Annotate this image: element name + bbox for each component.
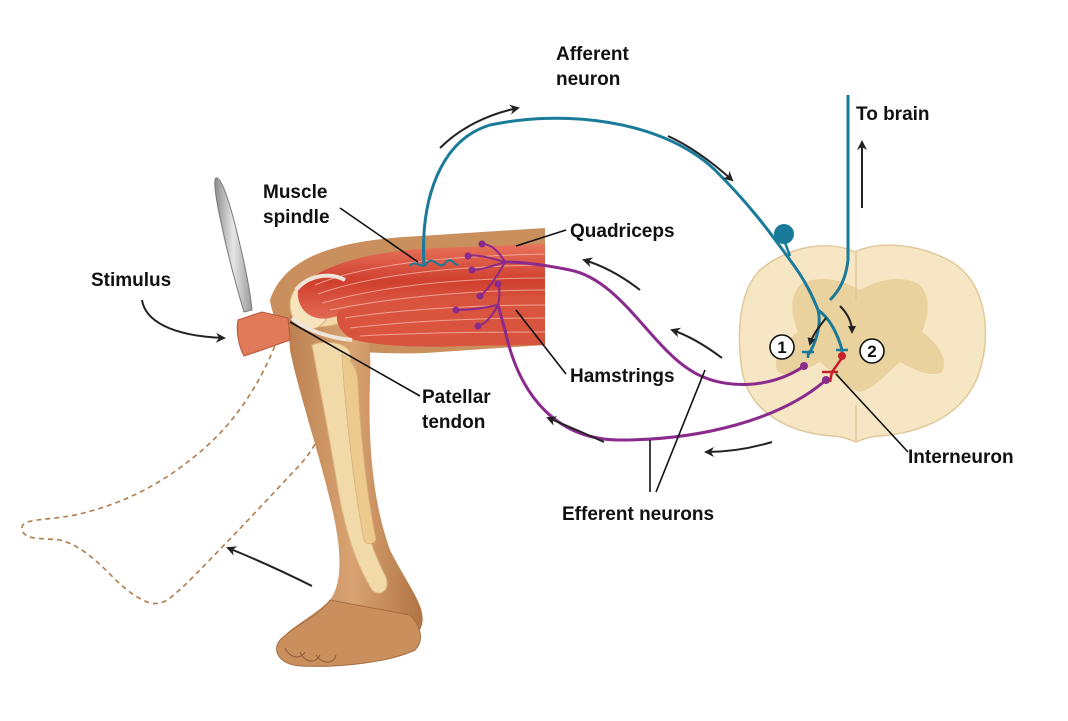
- label-patellar-tendon-line2: tendon: [422, 412, 485, 433]
- svg-text:1: 1: [777, 338, 786, 357]
- reflex-hammer: [215, 178, 290, 356]
- efferent-arrow-2: [672, 330, 722, 358]
- marker-2: 2: [860, 339, 884, 363]
- label-afferent-neuron-line2: neuron: [556, 69, 620, 90]
- label-interneuron: Interneuron: [908, 447, 1014, 468]
- marker-1: 1: [770, 335, 794, 359]
- kicked-leg-outline: [22, 338, 322, 604]
- label-quadriceps: Quadriceps: [570, 221, 675, 242]
- label-efferent-neurons: Efferent neurons: [562, 504, 714, 525]
- label-to-brain: To brain: [856, 104, 930, 125]
- label-afferent-neuron-line1: Afferent: [556, 44, 630, 65]
- afferent-cell-body: [774, 224, 794, 244]
- svg-text:2: 2: [867, 342, 876, 361]
- stimulus-arrow: [142, 300, 224, 338]
- label-muscle-spindle-line2: spindle: [263, 207, 330, 228]
- label-muscle-spindle-line1: Muscle: [263, 182, 327, 203]
- label-patellar-tendon-line1: Patellar: [422, 387, 491, 408]
- interneuron-body: [838, 352, 846, 360]
- kick-direction-arrow: [228, 548, 312, 586]
- label-hamstrings: Hamstrings: [570, 366, 675, 387]
- efferent-arrow-3: [548, 418, 604, 442]
- efferent-2-soma: [822, 376, 830, 384]
- efferent-arrow-1: [584, 260, 640, 290]
- leader-efferent-right: [656, 370, 705, 492]
- efferent-arrow-4: [706, 442, 772, 452]
- efferent-1-soma: [800, 362, 808, 370]
- label-stimulus: Stimulus: [91, 270, 171, 291]
